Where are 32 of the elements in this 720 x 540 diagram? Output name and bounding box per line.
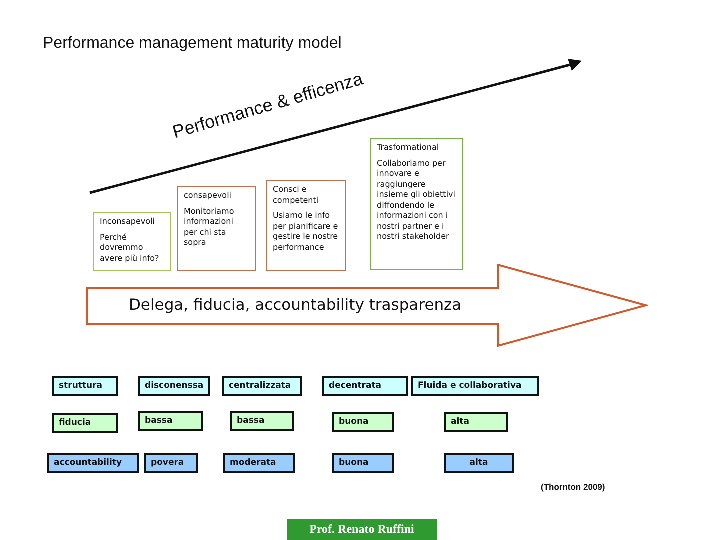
- stage-heading: Inconsapevoli: [100, 217, 156, 228]
- value-cell: povera: [144, 453, 198, 473]
- stage-box: [266, 180, 346, 271]
- arrow-text: Delega, fiducia, accountability trasparenza: [129, 296, 462, 314]
- stage-description: Perché dovremmo avere più info?: [100, 232, 160, 264]
- stage-description: Monitoriamo informazioni per chi sta sopra: [184, 206, 236, 248]
- row-header-cell: struttura: [52, 376, 118, 396]
- stage-description: Collaboriamo per innovare e raggiungere insieme gli obiettivi diffondendo le informazioni con i nostri partner e i nostri stakeholder: [377, 158, 456, 242]
- row-header-cell: fiducia: [52, 413, 118, 433]
- row-header-cell: accountability: [47, 453, 139, 473]
- stage-description: Usiamo le info per pianificare e gestire le nostre performance: [273, 211, 339, 253]
- author-banner: Prof. Renato Ruffini: [287, 519, 437, 540]
- value-cell: Fluida e collaborativa: [411, 376, 539, 396]
- stage-box: [93, 212, 171, 271]
- stage-heading: Trasformational: [377, 143, 440, 154]
- value-cell: decentrata: [322, 376, 408, 396]
- value-cell: alta: [444, 412, 508, 432]
- value-cell: alta: [444, 453, 514, 473]
- stage-box: [177, 186, 256, 271]
- stage-heading: consapevoli: [184, 191, 233, 202]
- stage-box: [370, 138, 463, 270]
- block-arrow: [86, 264, 648, 347]
- value-cell: bassa: [138, 411, 203, 431]
- value-cell: disconenssa: [138, 376, 210, 396]
- value-cell: buona: [332, 453, 394, 473]
- stage-heading: Consci e competenti: [273, 185, 320, 206]
- value-cell: centralizzata: [222, 376, 302, 396]
- slide-title: Performance management maturity model: [43, 35, 342, 53]
- value-cell: bassa: [230, 411, 294, 431]
- value-cell: buona: [332, 412, 394, 432]
- citation-text: (Thornton 2009): [541, 482, 606, 492]
- value-cell: moderata: [223, 453, 295, 473]
